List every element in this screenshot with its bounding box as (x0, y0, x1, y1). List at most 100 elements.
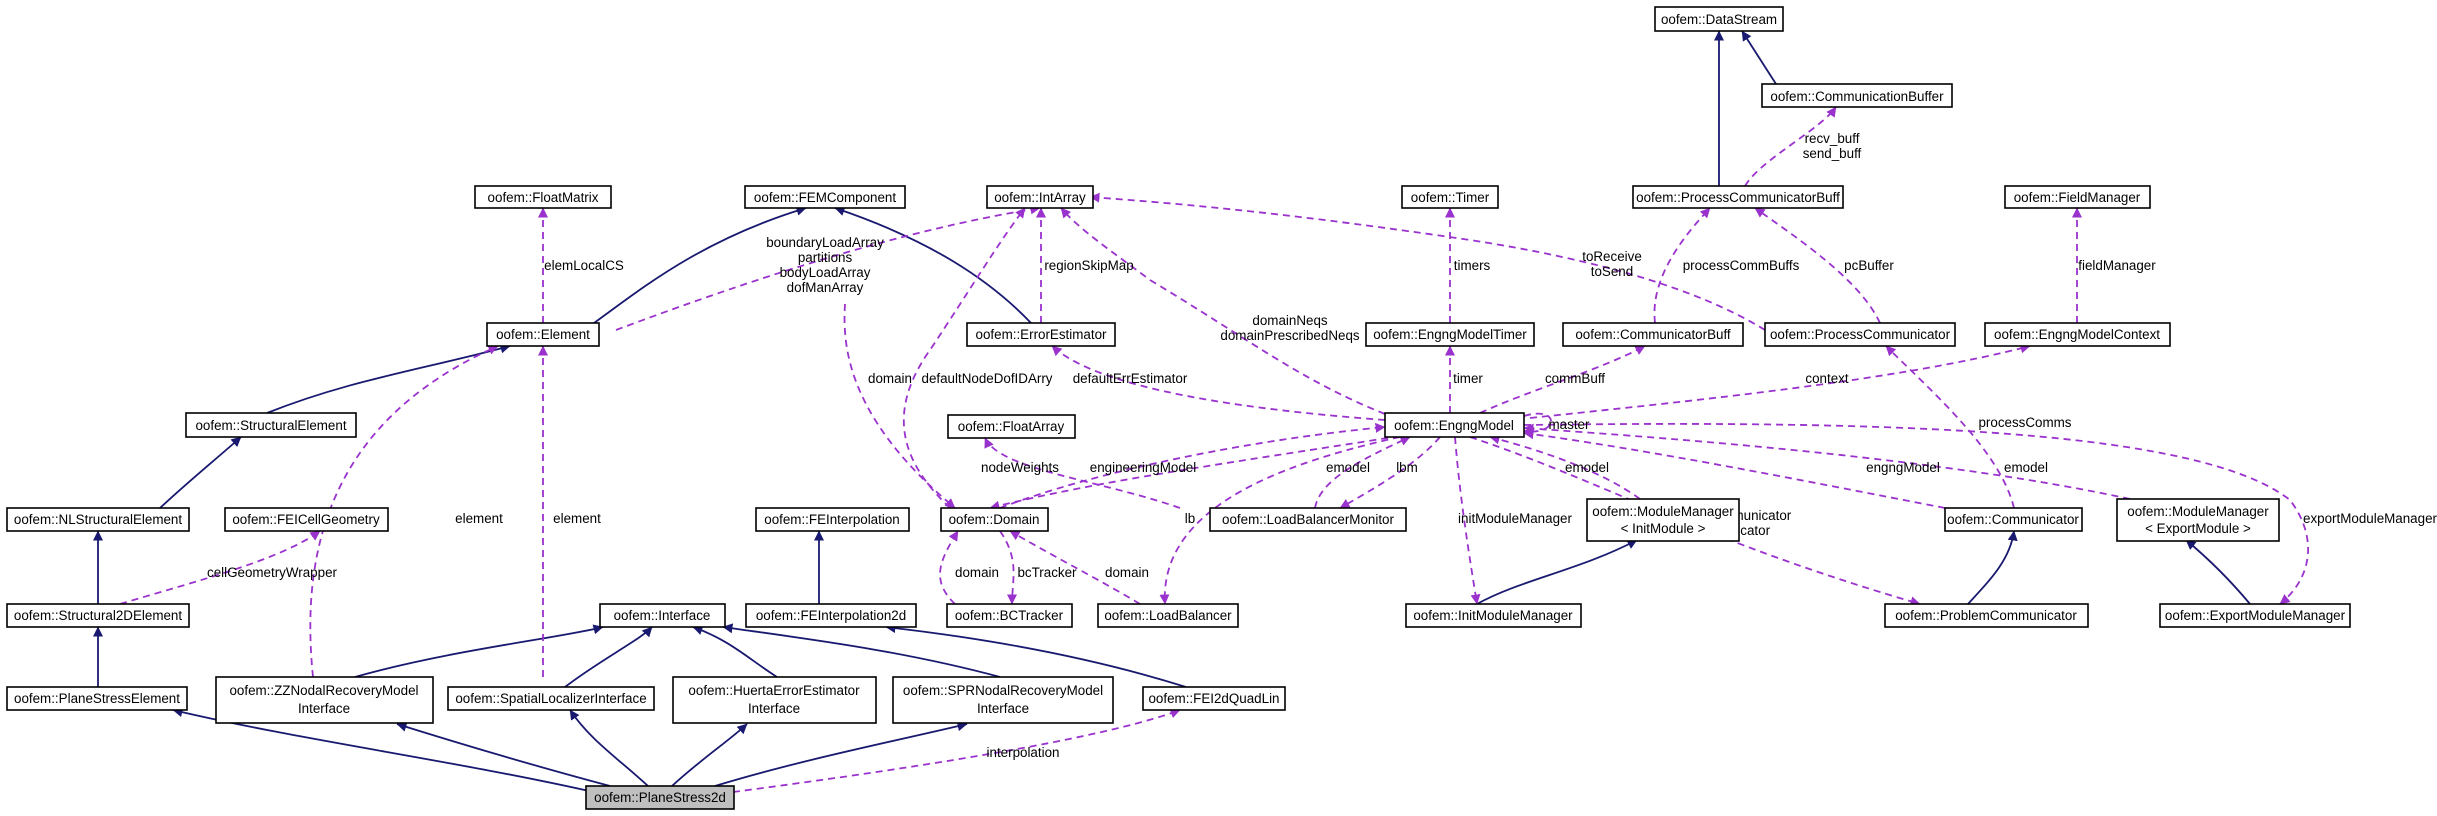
node-interface[interactable]: oofem::Interface (599, 603, 726, 628)
node-exportmodulemanager[interactable]: oofem::ExportModuleManager (2159, 603, 2351, 628)
edge-engngmodel-to-intarray (1060, 207, 1386, 415)
node-femcomponent[interactable]: oofem::FEMComponent (744, 185, 906, 209)
node-structuralelement[interactable]: oofem::StructuralElement (185, 412, 357, 438)
node-bctracker[interactable]: oofem::BCTracker (946, 603, 1073, 628)
node-label: oofem::ExportModuleManager (2165, 608, 2346, 623)
node-floatmatrix[interactable]: oofem::FloatMatrix (474, 185, 612, 209)
node-label: oofem::FEMComponent (754, 190, 896, 205)
edge-problemcomm-to-communicator (1967, 530, 2018, 605)
edge-zz-to-interface (354, 624, 604, 678)
node-modulemanager-exportmodule[interactable]: oofem::ModuleManager< ExportModule > (2116, 498, 2280, 542)
label-timer: timer (1453, 371, 1483, 386)
node-initmodulemanager[interactable]: oofem::InitModuleManager (1405, 603, 1582, 628)
node-processcommunicatorbuff[interactable]: oofem::ProcessCommunicatorBuff (1632, 185, 1844, 209)
label-master: master (1549, 417, 1590, 432)
edge-ps2d-to-huerta (671, 723, 748, 787)
node-label: oofem::FieldManager (2014, 190, 2141, 205)
edge-element-to-domain (843, 303, 956, 509)
node-label: oofem::CommunicatorBuff (1575, 327, 1731, 342)
node-label: oofem::ModuleManager< InitModule > (1592, 504, 1734, 536)
node-engngmodeltimer[interactable]: oofem::EngngModelTimer (1365, 322, 1535, 347)
node-loadbalancer[interactable]: oofem::LoadBalancer (1097, 603, 1239, 628)
node-label: oofem::FEI2dQuadLin (1148, 691, 1279, 706)
label-interpolation: interpolation (987, 745, 1060, 760)
node-label: oofem::FloatArray (958, 419, 1065, 434)
label-element-sl: element (553, 511, 601, 526)
node-loadbalancermonitor[interactable]: oofem::LoadBalancerMonitor (1209, 507, 1407, 532)
node-element[interactable]: oofem::Element (486, 322, 600, 347)
node-fei2dquadlin[interactable]: oofem::FEI2dQuadLin (1142, 686, 1286, 711)
label-elem-local-cs: elemLocalCS (544, 258, 624, 273)
node-label: oofem::PlaneStressElement (14, 691, 180, 706)
node-structural2delement[interactable]: oofem::Structural2DElement (6, 603, 190, 628)
node-label: oofem::InitModuleManager (1413, 608, 1573, 623)
node-engngmodelcontext[interactable]: oofem::EngngModelContext (1984, 322, 2171, 347)
node-communicationbuffer[interactable]: oofem::CommunicationBuffer (1761, 83, 1953, 108)
label-engng-model: engngModel (1866, 460, 1940, 475)
label-field-manager: fieldManager (2078, 258, 2156, 273)
node-label: oofem::DataStream (1661, 12, 1777, 27)
node-label: oofem::ProcessCommunicatorBuff (1636, 190, 1840, 205)
edge-bctracker-to-domain (939, 530, 959, 605)
node-datastream[interactable]: oofem::DataStream (1654, 6, 1784, 32)
edge-nlstructural-to-structural (159, 436, 242, 509)
edge-processcomm-to-pcbuff (1754, 207, 1881, 324)
node-planestresselement[interactable]: oofem::PlaneStressElement (6, 686, 188, 711)
node-feinterpolation[interactable]: oofem::FEInterpolation (755, 507, 910, 532)
edge-ps2d-to-zz (396, 722, 611, 787)
node-label: oofem::Structural2DElement (14, 608, 182, 623)
edge-structural2d-to-feicellgeometry (119, 530, 321, 605)
node-spatiallocalizerinterface[interactable]: oofem::SpatialLocalizerInterface (447, 686, 655, 711)
node-modulemanager-initmodule[interactable]: oofem::ModuleManager< InitModule > (1586, 498, 1740, 542)
node-communicator[interactable]: oofem::Communicator (1944, 507, 2083, 532)
node-fieldmanager[interactable]: oofem::FieldManager (2004, 185, 2151, 209)
node-label: oofem::EngngModelTimer (1373, 327, 1527, 342)
label-process-comm-buffs: processCommBuffs (1683, 258, 1800, 273)
edge-ps2d-to-spr (714, 721, 968, 787)
node-engngmodel[interactable]: oofem::EngngModel (1384, 412, 1525, 438)
node-planestress2d[interactable]: oofem::PlaneStress2d (585, 785, 735, 810)
node-processcommunicator[interactable]: oofem::ProcessCommunicator (1764, 322, 1956, 347)
label-default-err-estimator: defaultErrEstimator (1073, 371, 1188, 386)
node-label: oofem::ProcessCommunicator (1770, 327, 1951, 342)
label-emodel-mm: emodel (1565, 460, 1609, 475)
node-label: oofem::StructuralElement (195, 418, 346, 433)
node-feicellgeometry[interactable]: oofem::FEICellGeometry (224, 507, 389, 532)
edge-zz-to-element (309, 345, 499, 678)
edge-engngmodel-to-context (1529, 343, 2031, 419)
node-errorestimator[interactable]: oofem::ErrorEstimator (966, 322, 1116, 347)
node-label: oofem::EngngModel (1394, 418, 1514, 433)
label-default-node-dof: defaultNodeDofIDArry (922, 371, 1053, 386)
label-emodel-lbm: emodel (1326, 460, 1370, 475)
label-element-zz: element (455, 511, 503, 526)
node-problemcommunicator[interactable]: oofem::ProblemCommunicator (1884, 603, 2089, 628)
node-feinterpolation2d[interactable]: oofem::FEInterpolation2d (745, 603, 917, 628)
node-domain[interactable]: oofem::Domain (940, 507, 1049, 532)
edge-engngmodel-self-master (1523, 412, 1552, 438)
edge-exportmodulemanager-to-engngmodel (1523, 423, 2131, 500)
edge-engngmodel-to-loadbalancer (1159, 436, 1401, 605)
edge-commbuffer-to-datastream (1741, 30, 1777, 85)
node-communicatorbuff[interactable]: oofem::CommunicatorBuff (1562, 322, 1744, 347)
edge-initmm-to-modulemanager (1476, 539, 1638, 605)
node-nlstructuralelement[interactable]: oofem::NLStructuralElement (6, 507, 190, 532)
edge-ps2d-to-fei2dquadlin (732, 708, 1181, 793)
label-init-module-manager: initModuleManager (1458, 511, 1572, 526)
node-label: oofem::ProblemCommunicator (1895, 608, 2077, 623)
label-lbm: lbm (1396, 460, 1418, 475)
node-intarray[interactable]: oofem::IntArray (986, 185, 1094, 209)
node-label: oofem::ErrorEstimator (976, 327, 1108, 342)
node-timer[interactable]: oofem::Timer (1401, 185, 1499, 209)
node-label: oofem::BCTracker (955, 608, 1064, 623)
edge-domain-to-engngmodel (999, 422, 1386, 509)
node-floatarray[interactable]: oofem::FloatArray (947, 414, 1076, 439)
